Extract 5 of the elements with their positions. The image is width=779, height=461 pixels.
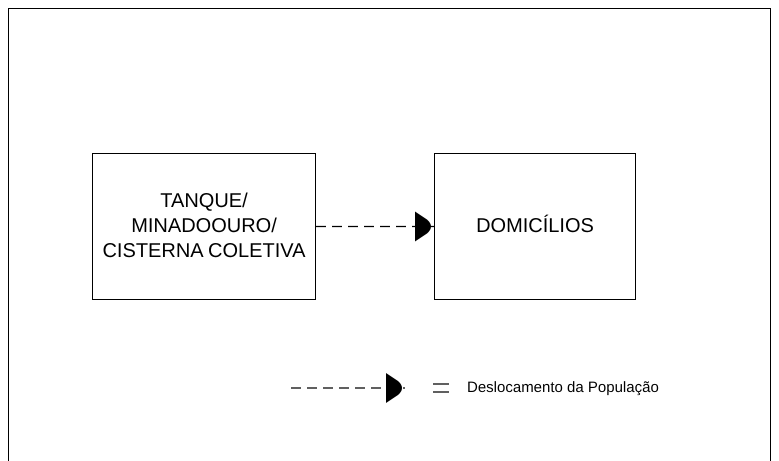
- box-label: TANQUE/ MINADOOURO/ CISTERNA COLETIVA: [101, 189, 306, 264]
- process-box: [434, 153, 636, 300]
- process-box: [92, 153, 316, 300]
- box-label: DOMICÍLIOS: [475, 214, 595, 239]
- legend-text: Deslocamento da População: [467, 378, 659, 398]
